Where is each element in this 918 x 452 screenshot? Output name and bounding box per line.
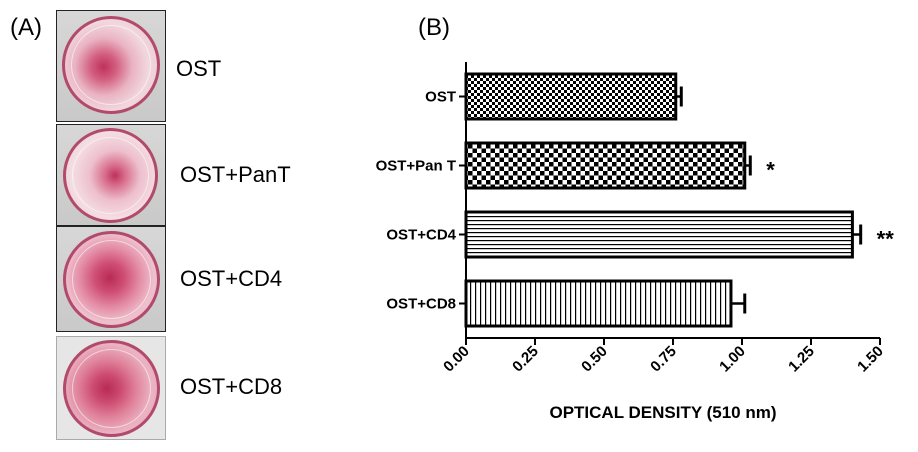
x-tick-label-1: 0.25 <box>509 343 542 376</box>
category-label-2: OST+CD4 <box>386 227 456 244</box>
panel-a-label: (A) <box>10 14 42 41</box>
well-image-ost-pant <box>56 124 166 226</box>
plot-area: OST OST+Pan T * OST+CD4 ** OST+CD8 0.00 0.25 0.5… <box>376 62 895 422</box>
panel-b-label: (B) <box>418 14 450 41</box>
x-tick-label-4: 1.00 <box>716 343 749 376</box>
well-image-ost-cd8 <box>56 336 166 440</box>
significance-1: * <box>766 158 775 183</box>
bar-0 <box>464 72 678 121</box>
dish-ost-cd4 <box>63 231 160 328</box>
x-tick-label-2: 0.50 <box>578 343 611 376</box>
x-axis-title: OPTICAL DENSITY (510 nm) <box>549 403 776 422</box>
bar-3 <box>464 279 733 328</box>
dish-ost-pant <box>63 128 158 223</box>
bar-1 <box>464 141 747 190</box>
well-label-ost-cd4: OST+CD4 <box>180 266 283 291</box>
x-tick-label-6: 1.50 <box>854 343 887 376</box>
well-label-ost: OST <box>176 56 222 81</box>
bar-2 <box>464 210 854 259</box>
well-label-ost-pant: OST+PanT <box>180 162 291 187</box>
well-label-ost-cd8: OST+CD8 <box>180 374 283 399</box>
well-image-ost-cd4 <box>56 226 166 332</box>
category-label-0: OST <box>425 89 456 106</box>
x-tick-label-0: 0.00 <box>440 343 473 376</box>
dish-ost <box>62 16 160 114</box>
x-tick-label-5: 1.25 <box>785 343 818 376</box>
category-label-3: OST+CD8 <box>386 296 456 313</box>
significance-2: ** <box>877 227 895 252</box>
well-image-ost <box>56 10 166 122</box>
x-tick-label-3: 0.75 <box>647 343 680 376</box>
category-label-1: OST+Pan T <box>376 158 456 175</box>
dish-ost-cd8 <box>63 340 160 437</box>
